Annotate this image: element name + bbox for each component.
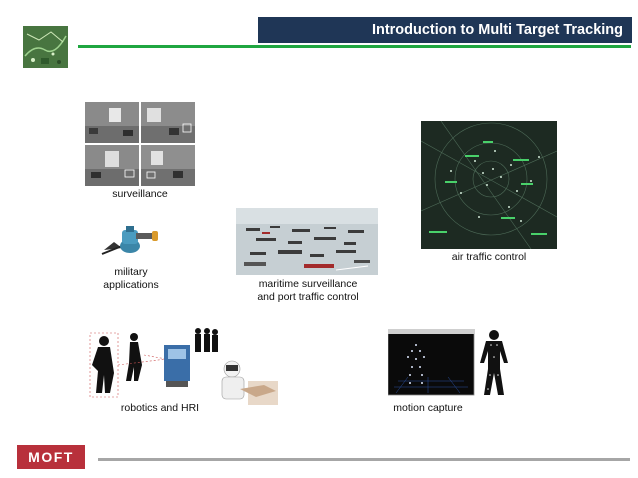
footer-rule <box>98 458 630 461</box>
motion-capture-image <box>388 329 512 397</box>
military-turret-image <box>100 222 162 258</box>
military-caption-line1: military <box>114 266 148 278</box>
cctv-panel <box>85 102 139 143</box>
air-traffic-caption: air traffic control <box>451 251 527 263</box>
surveillance-image <box>85 102 195 186</box>
slide-title: Introduction to Multi Target Tracking <box>371 22 623 38</box>
title-underline <box>78 45 631 48</box>
military-caption: military applications <box>86 266 176 292</box>
moft-logo: MOFT <box>17 445 85 469</box>
air-traffic-radar-image <box>421 121 557 249</box>
motion-capture-caption: motion capture <box>393 402 463 414</box>
person-handshake <box>240 381 278 405</box>
mocap-actor <box>480 330 508 395</box>
military-caption-line2: applications <box>103 279 159 291</box>
maritime-ships-image <box>236 208 378 275</box>
header-thumbnail-image <box>23 26 68 68</box>
slide-title-bar: Introduction to Multi Target Tracking <box>258 17 632 43</box>
surveillance-caption: surveillance <box>112 188 168 200</box>
moft-logo-text: MOFT <box>28 449 74 465</box>
maritime-caption-line2: and port traffic control <box>257 291 359 303</box>
maritime-caption-line1: maritime surveillance <box>258 278 358 290</box>
mobile-robot <box>164 345 190 387</box>
humanoid-robot <box>221 360 245 400</box>
robotics-hri-image <box>88 325 280 407</box>
maritime-caption: maritime surveillance and port traffic c… <box>228 278 388 304</box>
robotics-caption: robotics and HRI <box>120 402 200 414</box>
